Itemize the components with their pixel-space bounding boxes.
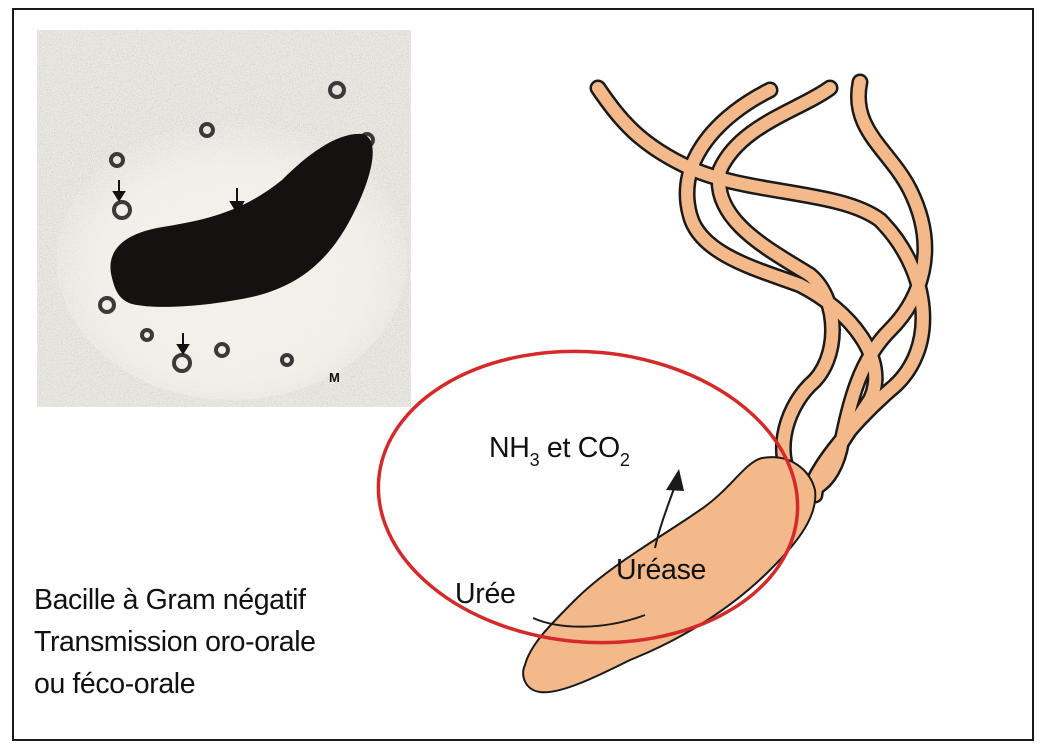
urease-arrow-head (666, 469, 684, 491)
substrate-label: Urée (455, 578, 516, 610)
gas-sub-3: 3 (529, 450, 540, 470)
caption-line-3: ou féco-orale (34, 668, 196, 700)
flagella (589, 73, 934, 504)
enzyme-label: Uréase (616, 554, 707, 586)
caption: Bacille à Gram négatif Transmission oro-… (34, 579, 316, 705)
gas-middle: et CO (539, 432, 620, 464)
uree-pointer (532, 614, 646, 628)
flagellar-particles (98, 81, 375, 373)
gas-label: NH3 et CO2 (489, 432, 630, 470)
electron-micrograph: M (37, 30, 411, 407)
caption-line-2: Transmission oro-orale (34, 626, 316, 658)
caption-line-1: Bacille à Gram négatif (34, 584, 306, 616)
bacterium-cell (522, 456, 817, 694)
bacillus-body (110, 133, 373, 307)
bacterium-diagram (376, 73, 934, 694)
gas-sub-2: 2 (619, 450, 630, 470)
micrograph-arrows (112, 180, 245, 355)
micrograph-marker: M (329, 370, 340, 385)
highlight-ellipse (376, 349, 800, 645)
gas-nh: NH (489, 432, 530, 464)
